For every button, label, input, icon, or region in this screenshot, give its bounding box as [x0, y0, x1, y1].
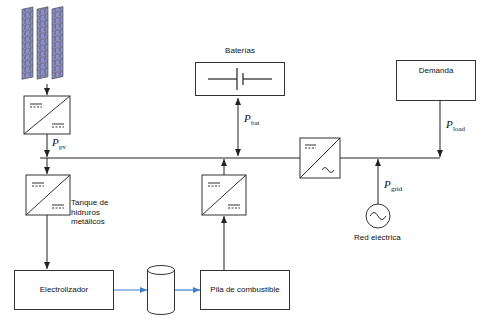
node-text: Pila de combustible	[210, 285, 279, 295]
dc-ac-converter	[300, 138, 340, 178]
power-symbol: bat	[251, 119, 260, 127]
battery-symbol	[196, 63, 284, 95]
process-box: Electrolizador	[14, 270, 114, 310]
node-text: Demanda	[397, 61, 475, 76]
power-symbol: grid	[391, 185, 402, 193]
dc-bus	[40, 158, 300, 159]
dc-dc-converter	[26, 175, 70, 215]
hydrogen-flow	[175, 289, 200, 290]
process-box: Baterías	[195, 62, 285, 96]
hydride-tank: Tanque de hidruros metálicos	[147, 265, 175, 315]
node-text: Tanque de hidruros metálicos	[71, 198, 121, 227]
power-symbol: load	[453, 125, 465, 133]
node-text: Baterías	[196, 46, 284, 56]
hydrogen-flow	[114, 289, 147, 290]
power-symbol: P	[52, 136, 59, 148]
grid-source	[366, 204, 390, 228]
dc-dc-converter	[24, 96, 70, 134]
pv-panel	[22, 1, 63, 86]
power-symbol: P	[244, 112, 251, 124]
process-box: Demanda	[396, 60, 476, 101]
power-symbol: P	[446, 118, 453, 130]
process-box: Pila de combustible	[200, 270, 290, 310]
power-symbol: pv	[59, 143, 66, 151]
dc-dc-converter	[202, 175, 246, 215]
node-text: Electrolizador	[40, 285, 88, 295]
source-label: Red eléctrica	[354, 233, 401, 242]
power-symbol: P	[384, 178, 391, 190]
tank-outline	[147, 265, 175, 315]
